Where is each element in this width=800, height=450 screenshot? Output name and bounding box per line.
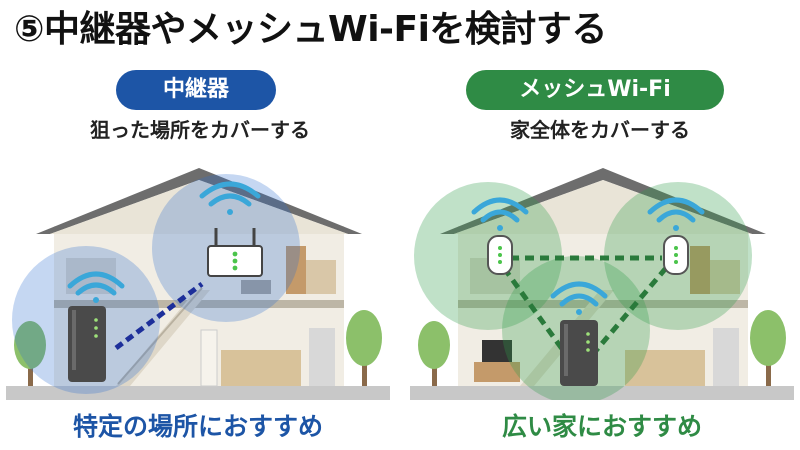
repeater-house-illustration: [6, 150, 390, 400]
mesh-wifi-label-badge: メッシュWi-Fi: [466, 70, 724, 110]
repeater-label-badge: 中継器: [116, 70, 276, 110]
mesh-recommendation: 広い家におすすめ: [410, 408, 794, 446]
tree-icon: [750, 310, 786, 386]
router-icon: [68, 306, 106, 382]
tree-icon: [346, 310, 382, 386]
mesh-node-icon: [488, 236, 512, 274]
tree-icon: [418, 321, 450, 386]
mesh-subtitle: 家全体をカバーする: [420, 116, 780, 144]
mesh-house-illustration: [410, 150, 794, 400]
repeater-subtitle: 狙った場所をカバーする: [20, 116, 380, 144]
repeater-recommendation: 特定の場所におすすめ: [6, 408, 390, 446]
router-icon: [560, 320, 598, 386]
page-title: ⑤中継器やメッシュWi-Fiを検討する: [14, 4, 794, 56]
mesh-node-icon: [664, 236, 688, 274]
